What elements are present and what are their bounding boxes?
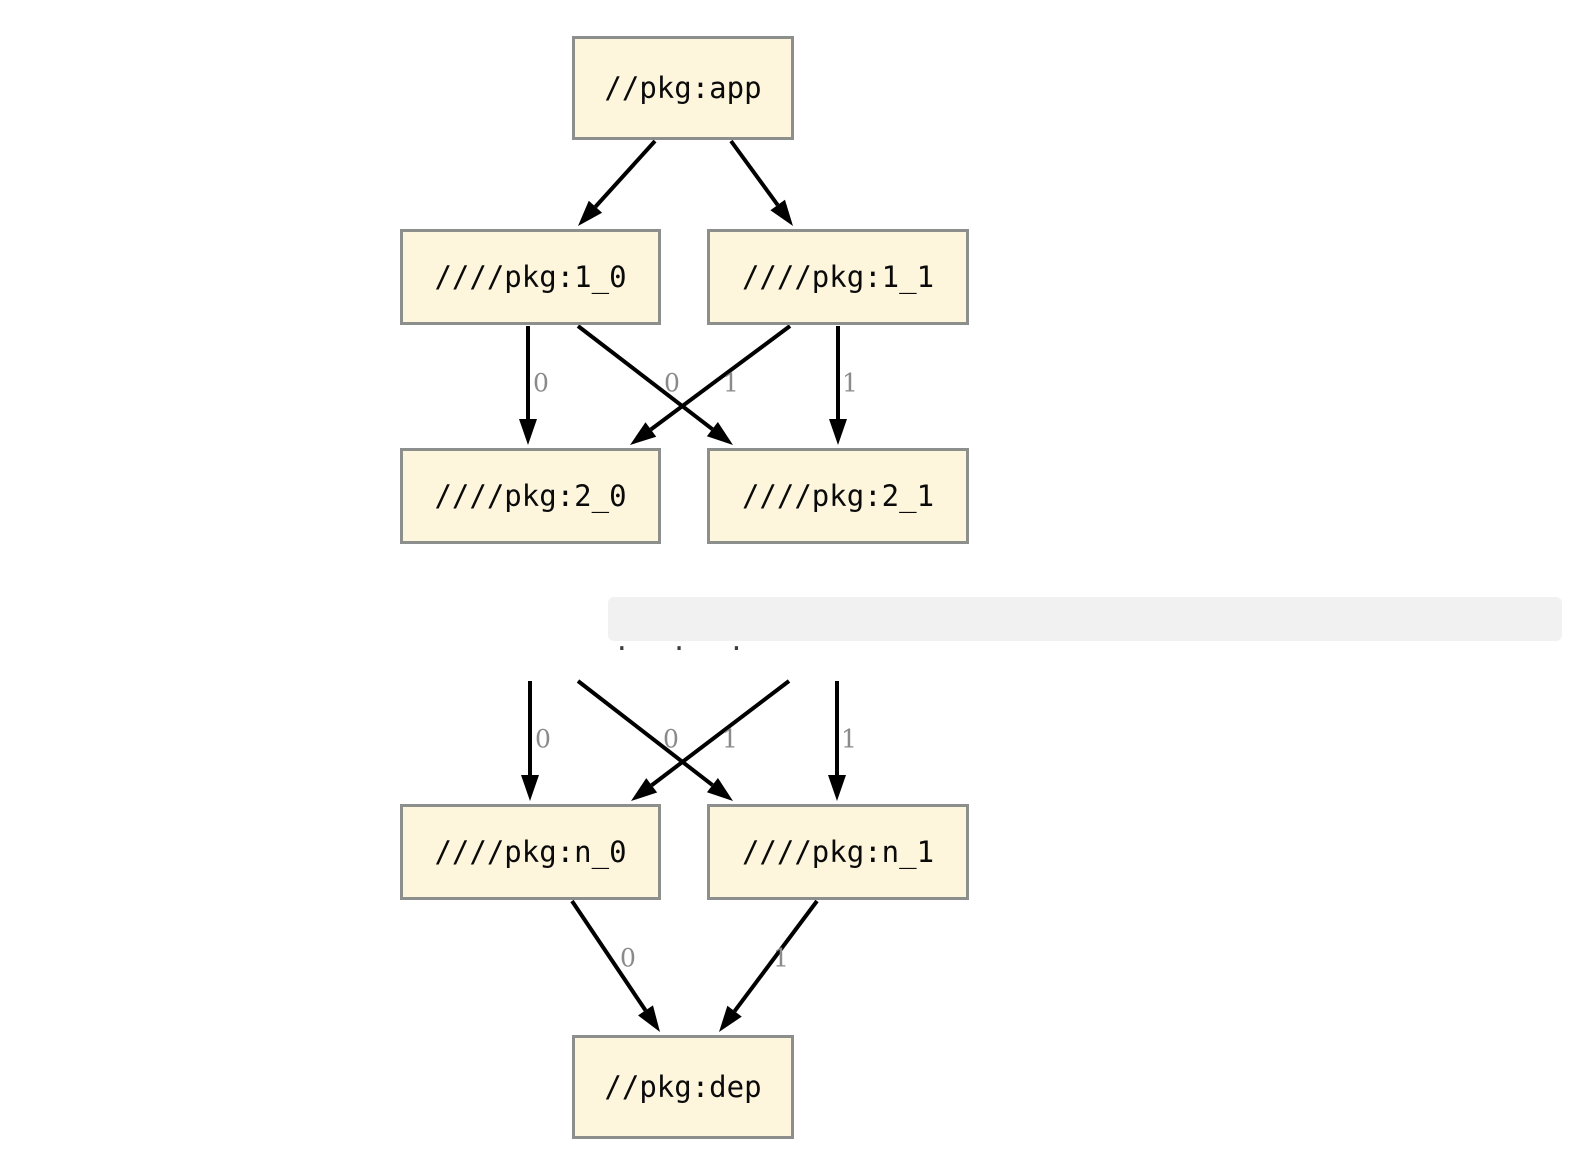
graph-node-n_1[interactable]: ////pkg:n_1 [707, 804, 969, 900]
graph-edge [719, 899, 819, 1032]
node-box[interactable] [400, 804, 661, 900]
graph-edge [630, 324, 792, 445]
edge-line [576, 679, 714, 787]
node-box[interactable] [707, 448, 969, 544]
edge-label: 1 [841, 725, 857, 754]
graph-edge [729, 139, 793, 226]
ellipsis-band [608, 597, 1562, 641]
edges-layer [519, 139, 847, 1032]
edge-arrowhead-icon [578, 200, 603, 226]
graph-edge [576, 324, 733, 445]
edge-label: 1 [773, 944, 789, 973]
edge-label: 0 [620, 944, 636, 973]
edge-labels-layer: 0 0 1 1 0 0 1 1 0 1 [533, 369, 858, 973]
graph-edge [570, 899, 660, 1032]
node-label: //pkg:dep [604, 1070, 761, 1104]
edge-arrowhead-icon [519, 419, 537, 445]
node-label: ////pkg:1_1 [742, 260, 934, 295]
node-box[interactable] [400, 229, 661, 325]
node-box[interactable] [572, 1035, 794, 1139]
edge-line [593, 139, 657, 209]
edge-label: 1 [723, 369, 739, 398]
edge-line [732, 899, 819, 1013]
node-label: ////pkg:n_1 [742, 835, 934, 870]
edge-arrowhead-icon [521, 775, 539, 801]
nodes-layer: //pkg:app ////pkg:1_0 ////pkg:1_1 ////pkg:2… [400, 36, 969, 1139]
edge-arrowhead-icon [631, 778, 658, 801]
edge-arrowhead-icon [829, 419, 847, 445]
node-label: ////pkg:2_0 [434, 479, 626, 514]
graph-edge [578, 139, 657, 226]
node-box[interactable] [707, 229, 969, 325]
edge-label: 1 [842, 369, 858, 398]
graph-node-1_1[interactable]: ////pkg:1_1 [707, 229, 969, 325]
graph-edge [519, 326, 537, 445]
edge-arrowhead-icon [706, 422, 733, 445]
graph-node-n_0[interactable]: ////pkg:n_0 [400, 804, 661, 900]
graph-node-2_0[interactable]: ////pkg:2_0 [400, 448, 661, 544]
node-label: //pkg:app [604, 71, 761, 105]
node-box[interactable] [572, 36, 794, 140]
edge-arrowhead-icon [828, 775, 846, 801]
edge-arrowhead-icon [770, 199, 793, 226]
edge-line [570, 899, 648, 1012]
edge-line [650, 679, 791, 787]
node-label: ////pkg:2_1 [742, 479, 934, 514]
edge-line [729, 139, 780, 207]
node-label: ////pkg:n_0 [434, 835, 626, 870]
node-box[interactable] [707, 804, 969, 900]
edge-line [649, 324, 792, 432]
edge-label: 0 [664, 369, 680, 398]
graph-node-1_0[interactable]: ////pkg:1_0 [400, 229, 661, 325]
ellipsis-dots: . . . [614, 627, 758, 657]
edge-arrowhead-icon [630, 422, 657, 445]
edge-line [576, 324, 714, 431]
graph-edge [576, 679, 733, 801]
graph-edge [828, 681, 846, 801]
graph-edge [631, 679, 791, 801]
graph-node-2_1[interactable]: ////pkg:2_1 [707, 448, 969, 544]
node-label: ////pkg:1_0 [434, 260, 626, 295]
edge-arrowhead-icon [719, 1005, 742, 1032]
graph-node-app[interactable]: //pkg:app [572, 36, 794, 140]
edge-arrowhead-icon [638, 1005, 660, 1032]
node-box[interactable] [400, 448, 661, 544]
edge-label: 1 [722, 725, 738, 754]
edge-arrowhead-icon [706, 777, 733, 801]
graph-node-dep[interactable]: //pkg:dep [572, 1035, 794, 1139]
edge-label: 0 [535, 725, 551, 754]
edge-label: 0 [533, 369, 549, 398]
graph-edge [829, 326, 847, 445]
edge-label: 0 [663, 725, 679, 754]
graph-edge [521, 681, 539, 801]
